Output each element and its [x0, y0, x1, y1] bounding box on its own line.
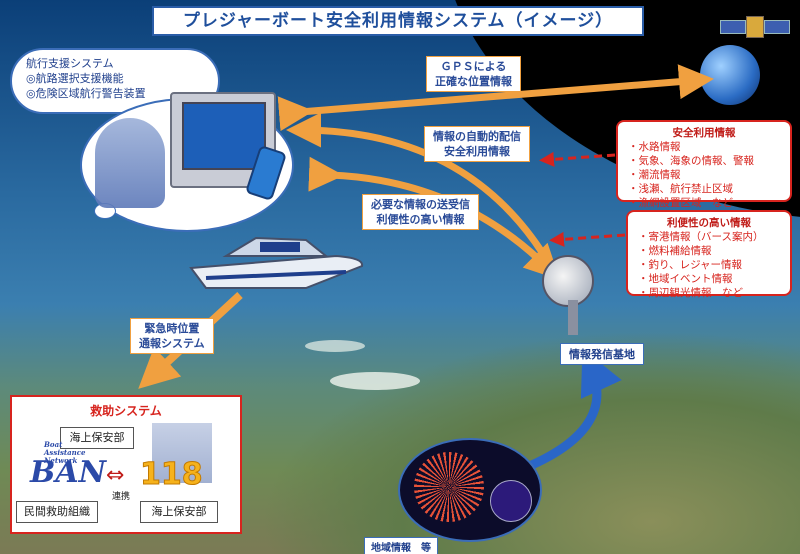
nav-support-cloud: 航行支援システム ◎航路選択支援機能 ◎危険区域航行警告装置: [10, 48, 220, 114]
link-arrow-icon: ⇔: [106, 463, 125, 488]
convenience-info-item: ・燃料補給情報: [638, 245, 712, 257]
region-info-label: 地域情報 等: [364, 537, 438, 554]
nav-support-item: ◎危険区域航行警告装置: [26, 87, 146, 100]
nav-support-item: ◎航路選択支援機能: [26, 72, 124, 85]
beach: [305, 340, 365, 352]
coast-guard-label: 海上保安部: [60, 427, 134, 449]
safety-info-item: ・浅瀬、航行禁止区域: [628, 183, 733, 195]
fireworks-image: [398, 438, 542, 542]
safety-info-heading: 安全利用情報: [672, 127, 736, 139]
rescue-heading: 救助システム: [90, 404, 162, 418]
page-title: プレジャーボート安全利用情報システム（イメージ）: [152, 6, 644, 36]
gps-arrow: [277, 64, 714, 132]
convenience-info-item: ・釣り、レジャー情報: [638, 259, 743, 271]
safety-info-item: ・水路情報: [628, 141, 681, 153]
convenience-info-heading: 利便性の高い情報: [667, 217, 751, 229]
ban-subtitle: Boat Assistance Network: [44, 440, 86, 465]
number-118: 118: [140, 457, 204, 493]
person-icon: [95, 118, 165, 208]
gps-label: ＧＰＳによる 正確な位置情報: [426, 56, 521, 92]
emergency-label: 緊急時位置 通報システム: [130, 318, 214, 354]
info-base-label: 情報発信基地: [560, 343, 644, 365]
convenience-feed-arrow: [549, 231, 626, 247]
building-icon: [152, 423, 212, 483]
satellite-icon: [720, 14, 790, 40]
region-info-arrow: [518, 348, 622, 475]
antenna-post: [568, 300, 578, 335]
private-rescue-label: 民間救助組織: [16, 501, 98, 523]
nav-support-heading: 航行支援システム: [26, 57, 114, 70]
rescue-system-box: 救助システム 海上保安部 Boat Assistance Network BAN…: [10, 395, 242, 534]
safety-info-item: ・気象、海象の情報、警報: [628, 155, 754, 167]
auto-delivery-label: 情報の自動的配信 安全利用情報: [424, 126, 530, 162]
convenience-info-item: ・地域イベント情報: [638, 273, 733, 285]
beach: [330, 372, 420, 390]
ban-logo: Boat Assistance Network BAN: [30, 440, 107, 491]
safety-info-box: 安全利用情報 ・水路情報 ・気象、海象の情報、警報 ・潮流情報 ・浅瀬、航行禁止…: [616, 120, 792, 209]
coast-guard-label: 海上保安部: [140, 501, 218, 523]
safety-info-item: ・潮流情報: [628, 169, 681, 181]
safety-info-item: ・漁網設置区域 など: [628, 197, 733, 209]
convenience-info-box: 利便性の高い情報 ・寄港情報（バース案内） ・燃料補給情報 ・釣り、レジャー情報…: [626, 210, 792, 299]
link-label: 連携: [112, 492, 131, 502]
convenience-info-item: ・寄港情報（バース案内）: [638, 231, 764, 243]
convenience-info-item: ・周辺観光情報 など: [638, 287, 743, 299]
boat-icon: [189, 236, 364, 289]
safety-feed-arrow: [539, 151, 616, 167]
two-way-label: 必要な情報の送受信 利便性の高い情報: [362, 194, 479, 230]
